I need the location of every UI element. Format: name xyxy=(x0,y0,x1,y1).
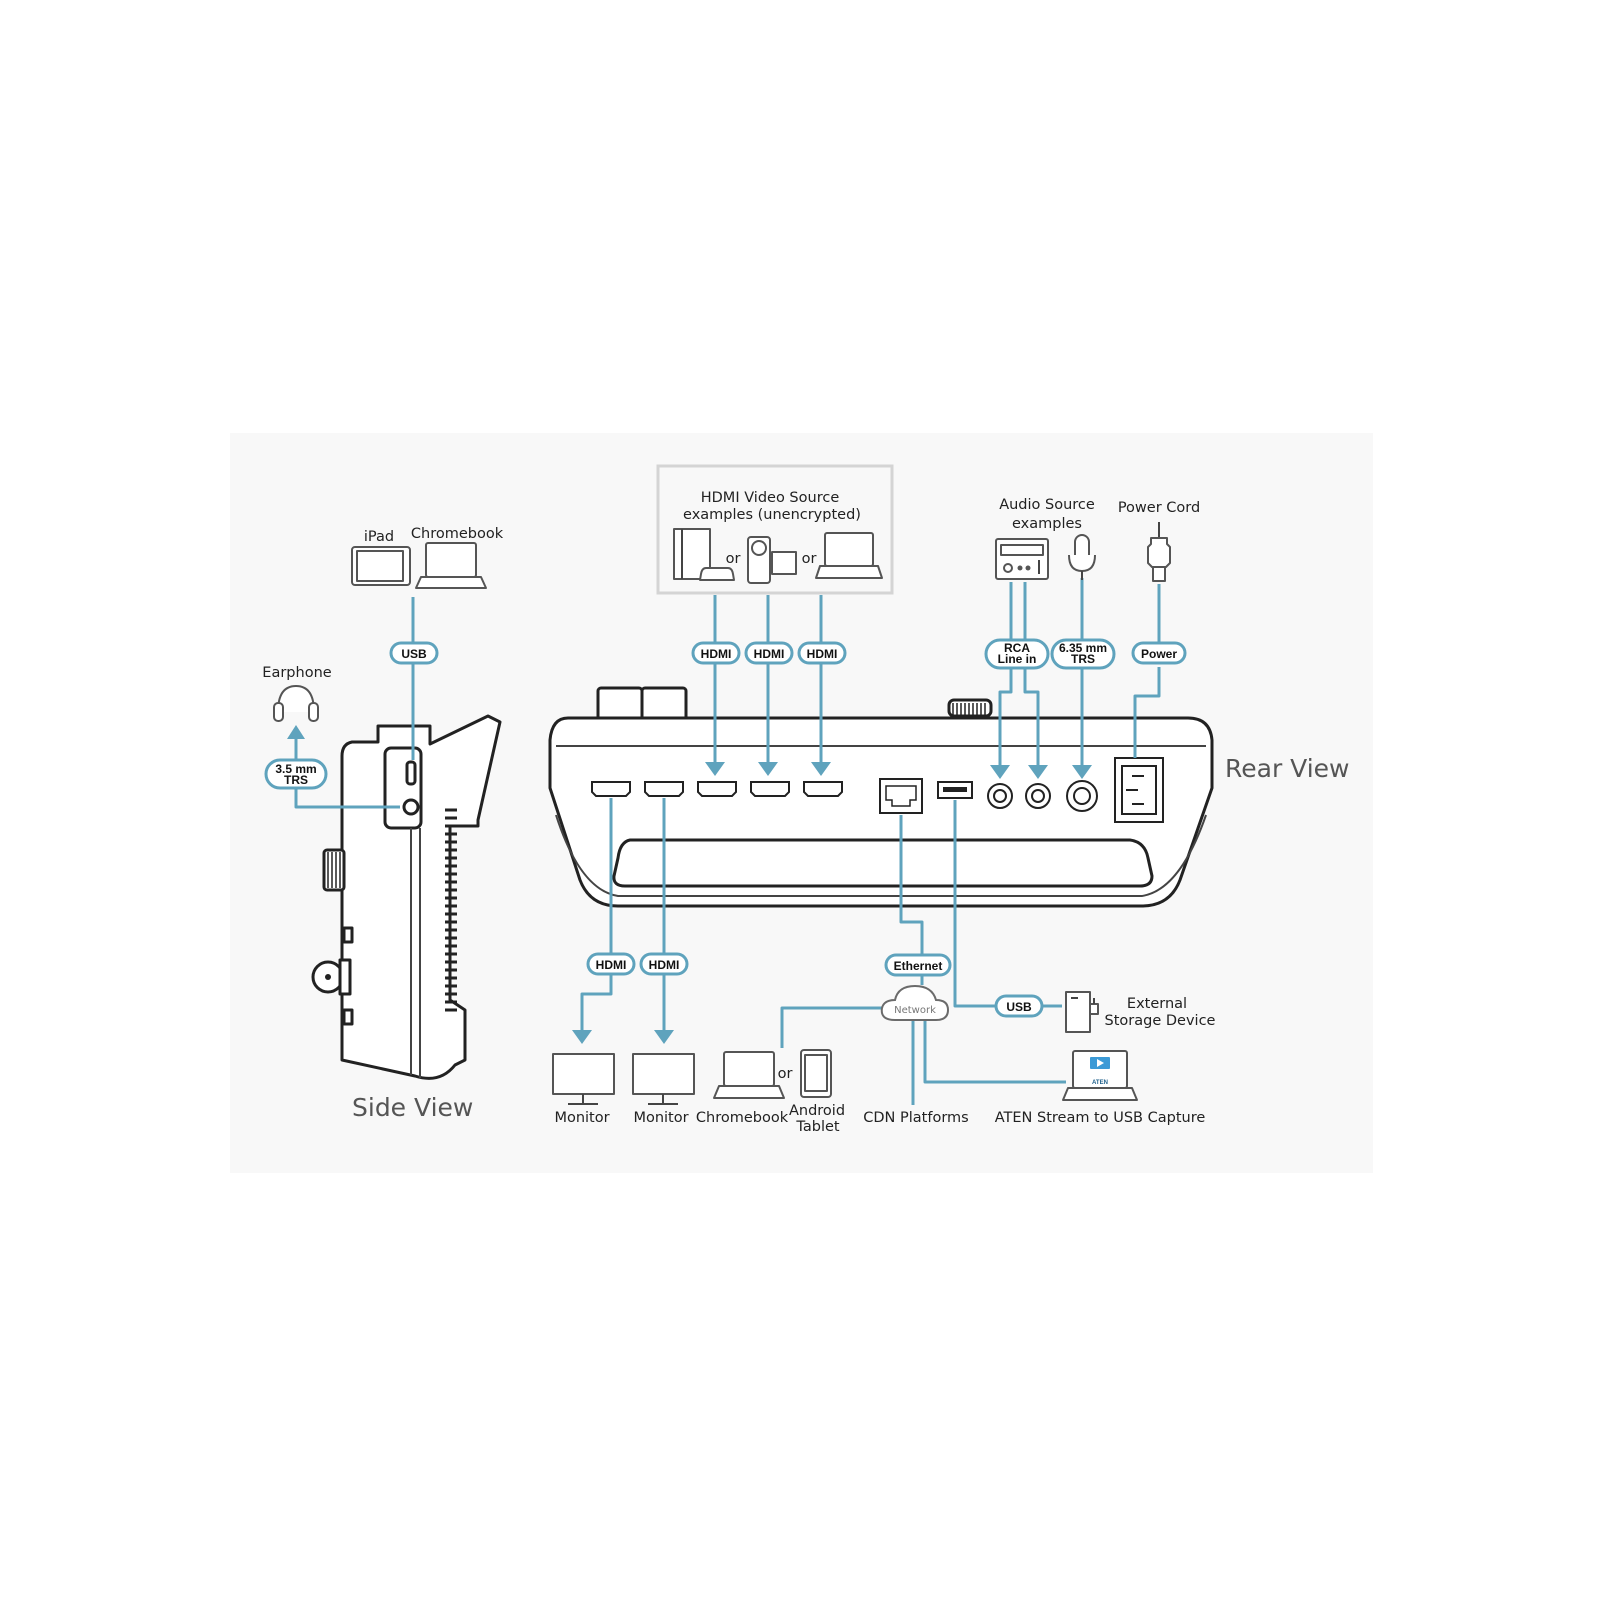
external-storage-icon xyxy=(1065,991,1099,1033)
chromebook-bottom-icon xyxy=(713,1051,785,1099)
hdmi-label-out-2: HDMI xyxy=(639,952,689,976)
vent-grille xyxy=(445,808,457,1012)
chromebook-laptop-icon xyxy=(415,542,487,589)
usb-label-bottom: USB xyxy=(994,994,1044,1018)
android-label-2: Tablet xyxy=(795,1119,839,1135)
monitor-label-1: Monitor xyxy=(554,1110,609,1126)
camcorder-icon xyxy=(747,536,797,584)
hdmi-source-title-2: examples (unencrypted) xyxy=(683,507,861,523)
chromebook-label-bottom: Chromebook xyxy=(696,1110,789,1126)
svg-text:6.35 mm: 6.35 mm xyxy=(1059,641,1107,655)
external-storage-label-1: External xyxy=(1127,996,1187,1012)
hdmi-in-port-3 xyxy=(803,781,843,797)
aten-logo-text: ATEN xyxy=(1092,1080,1108,1086)
android-tablet-icon xyxy=(800,1049,832,1098)
svg-text:HDMI: HDMI xyxy=(754,647,785,661)
cdn-platforms-label: CDN Platforms xyxy=(863,1110,968,1126)
rear-view-device xyxy=(548,686,1214,908)
audio-source-title-2: examples xyxy=(1012,516,1082,532)
ethernet-port xyxy=(879,778,923,814)
hdmi-in-port-2 xyxy=(750,781,790,797)
hdmi-label-out-1: HDMI xyxy=(586,952,636,976)
rear-view-title: Rear View xyxy=(1225,754,1350,783)
svg-text:RCA: RCA xyxy=(1004,641,1030,655)
svg-text:USB: USB xyxy=(401,647,427,661)
svg-text:TRS: TRS xyxy=(284,773,308,787)
hdmi-out-port-2 xyxy=(644,781,684,797)
hdmi-source-title-1: HDMI Video Source xyxy=(701,490,840,506)
power-label: Power xyxy=(1131,641,1187,665)
svg-text:HDMI: HDMI xyxy=(807,647,838,661)
trs635-label: 6.35 mm TRS xyxy=(1050,638,1116,670)
external-storage-label-2: Storage Device xyxy=(1105,1013,1216,1029)
svg-text:HDMI: HDMI xyxy=(649,958,680,972)
side-knob xyxy=(322,848,346,892)
radio-audio-icon xyxy=(995,538,1049,580)
usb-label-top: USB xyxy=(389,641,439,665)
ipad-label: iPad xyxy=(364,529,394,545)
svg-text:HDMI: HDMI xyxy=(701,647,732,661)
monitor-label-2: Monitor xyxy=(633,1110,688,1126)
network-cloud-icon xyxy=(880,984,950,1021)
power-plug-icon xyxy=(1147,522,1171,582)
svg-text:Ethernet: Ethernet xyxy=(894,959,943,973)
android-label-1: Android xyxy=(789,1103,845,1119)
game-console-icon xyxy=(673,528,735,581)
svg-text:TRS: TRS xyxy=(1071,652,1095,666)
hdmi-label-in-2: HDMI xyxy=(744,641,794,665)
aten-capture-label: ATEN Stream to USB Capture xyxy=(995,1110,1206,1126)
rear-handle-slot xyxy=(612,838,1154,888)
rca-line-in-label: RCA Line in xyxy=(984,638,1050,670)
ipad-icon xyxy=(351,546,411,586)
microphone-icon xyxy=(1068,534,1096,580)
power-cord-label: Power Cord xyxy=(1118,500,1200,516)
monitor-icon-1 xyxy=(552,1053,615,1105)
svg-text:Line in: Line in xyxy=(998,652,1037,666)
svg-text:USB: USB xyxy=(1006,1000,1032,1014)
svg-text:HDMI: HDMI xyxy=(596,958,627,972)
aten-capture-laptop-icon xyxy=(1062,1050,1138,1101)
hdmi-label-in-1: HDMI xyxy=(691,641,741,665)
or-label-2: or xyxy=(802,551,817,567)
trs35-label: 3.5 mm TRS xyxy=(264,758,328,790)
svg-text:Power: Power xyxy=(1141,647,1177,661)
side-view-device xyxy=(311,714,502,1080)
hdmi-in-port-1 xyxy=(697,781,737,797)
hdmi-label-in-3: HDMI xyxy=(797,641,847,665)
audio-source-title-1: Audio Source xyxy=(999,497,1095,513)
or-label-3: or xyxy=(778,1066,793,1082)
chromebook-label-top: Chromebook xyxy=(411,526,504,542)
headphones-icon xyxy=(273,685,319,722)
hdmi-out-port-1 xyxy=(591,781,631,797)
side-view-title: Side View xyxy=(352,1093,473,1122)
or-label-1: or xyxy=(726,551,741,567)
svg-text:3.5 mm: 3.5 mm xyxy=(275,762,316,776)
earphone-label: Earphone xyxy=(262,665,331,681)
network-label: Network xyxy=(894,1005,936,1016)
monitor-icon-2 xyxy=(632,1053,695,1105)
ethernet-label: Ethernet xyxy=(884,953,952,977)
laptop-icon xyxy=(815,532,883,579)
